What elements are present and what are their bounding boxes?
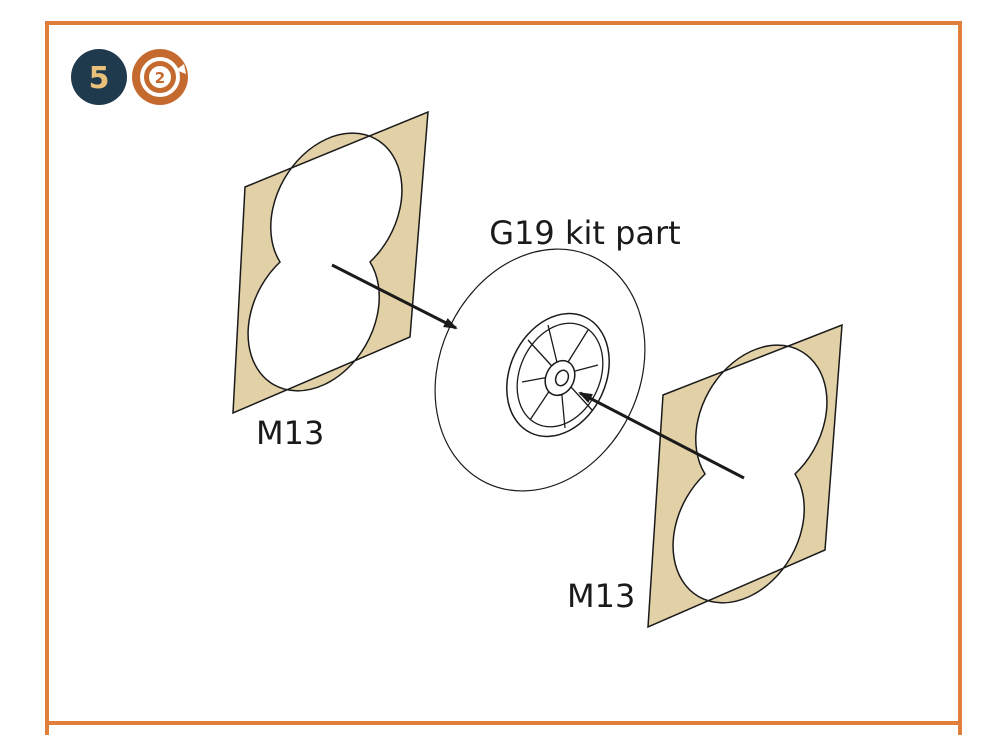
step-number-badge: 5: [71, 49, 127, 105]
mask-sheet: [232, 110, 429, 415]
left-mask-label: M13: [256, 414, 324, 452]
repeat-count: 2: [155, 69, 165, 87]
wheel-g19: [434, 248, 646, 492]
arrow-right-to-wheel: [578, 391, 745, 480]
right-mask-label: M13: [567, 577, 635, 615]
rim-outer: [506, 312, 610, 438]
right-mask-m13: [647, 323, 843, 629]
mask-sheet: [647, 323, 843, 629]
step-frame: [45, 21, 962, 735]
center-part-label: G19 kit part: [489, 214, 680, 252]
arrow-left-to-wheel: [331, 263, 458, 330]
step-number: 5: [89, 61, 110, 96]
left-mask-m13: [232, 110, 429, 415]
rim-inner: [516, 322, 604, 428]
tire-outline: [434, 248, 646, 492]
hub-center: [554, 369, 570, 387]
rotate-repeat-2x-icon: 2: [132, 49, 188, 105]
